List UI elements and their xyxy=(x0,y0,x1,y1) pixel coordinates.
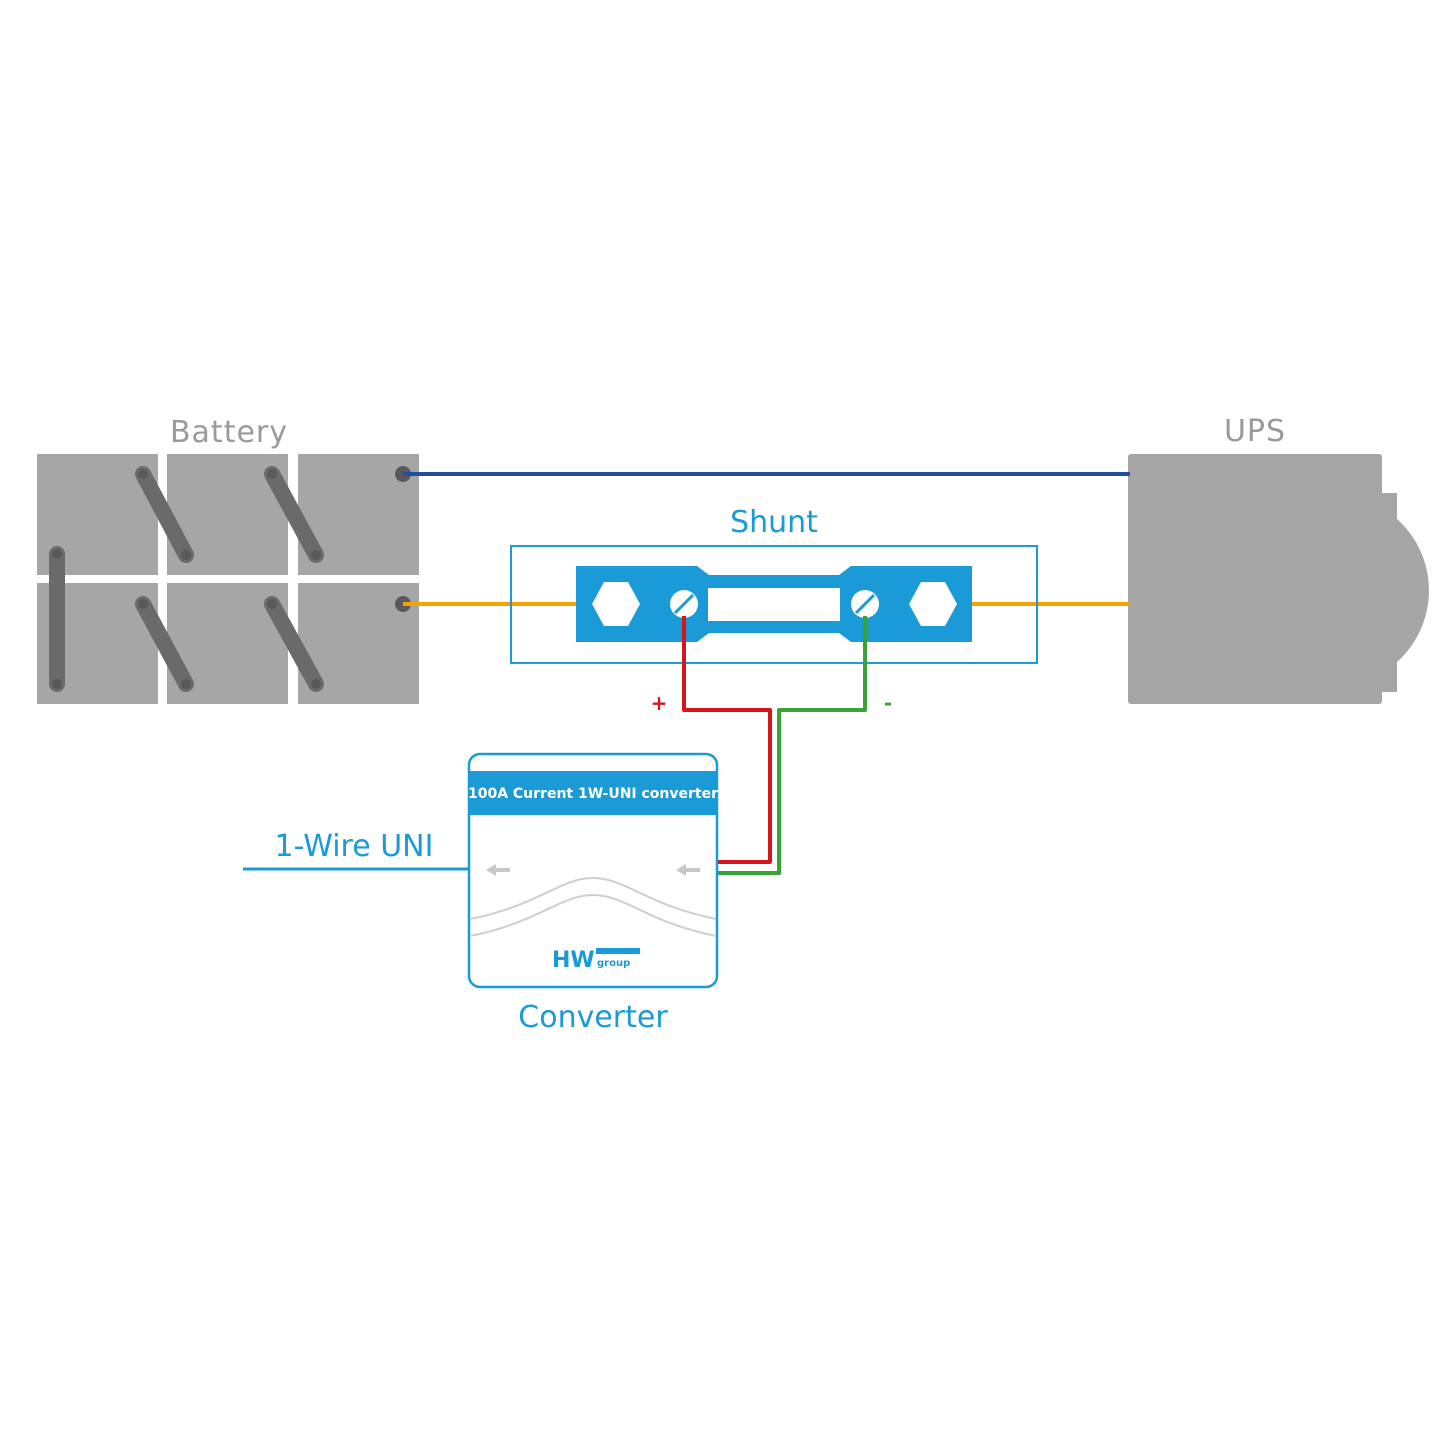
battery-terminal xyxy=(311,679,321,689)
ups-body xyxy=(1128,454,1382,704)
shunt-hex-bolt xyxy=(909,582,957,626)
screw-slot xyxy=(673,593,695,615)
hwgroup-logo: HW group xyxy=(552,948,640,973)
onewire-label: 1-Wire UNI xyxy=(275,829,434,864)
screw-slot xyxy=(854,593,876,615)
logo-bar xyxy=(596,948,640,954)
battery-terminal xyxy=(311,550,321,560)
battery-links xyxy=(49,466,324,692)
polarity-plus: + xyxy=(651,691,668,715)
battery-link xyxy=(264,466,324,563)
ups-label: UPS xyxy=(1224,414,1286,449)
shunt-screw-plus xyxy=(670,590,698,618)
shunt-frame xyxy=(510,545,1038,664)
converter-header xyxy=(470,771,716,815)
shunt-label: Shunt xyxy=(730,505,818,540)
battery-label: Battery xyxy=(170,415,288,450)
battery-link xyxy=(135,466,194,563)
converter-wave-line xyxy=(469,876,717,920)
ups-side-bump xyxy=(1380,493,1429,692)
battery-terminal xyxy=(267,599,277,609)
battery-terminal xyxy=(138,599,148,609)
ups-unit xyxy=(1128,454,1429,704)
battery-terminal xyxy=(181,679,191,689)
logo-sub-text: group xyxy=(597,958,630,969)
battery-terminal xyxy=(52,679,62,689)
wire-plus-red xyxy=(682,616,772,864)
converter-title: 100A Current 1W-UNI converter xyxy=(468,786,718,802)
converter-wave-line xyxy=(469,893,717,937)
converter-device: 100A Current 1W-UNI converter HW group xyxy=(467,752,719,989)
battery-link xyxy=(135,596,194,692)
arrow-left-icon xyxy=(486,864,510,876)
converter-label: Converter xyxy=(518,1000,668,1035)
shunt-screw-minus xyxy=(851,590,879,618)
battery-bank xyxy=(37,454,419,704)
shunt-slot xyxy=(708,588,840,621)
polarity-minus: - xyxy=(884,691,892,715)
battery-terminal xyxy=(52,549,62,559)
shunt-hex-bolt xyxy=(592,582,640,626)
battery-terminal xyxy=(138,469,148,479)
battery-terminal xyxy=(267,469,277,479)
logo-main-text: HW xyxy=(552,948,595,973)
battery-link xyxy=(264,596,324,692)
wire-minus-green xyxy=(717,616,867,875)
battery-terminal xyxy=(181,550,191,560)
battery-terminals xyxy=(52,466,411,689)
arrow-left-icon xyxy=(676,864,700,876)
